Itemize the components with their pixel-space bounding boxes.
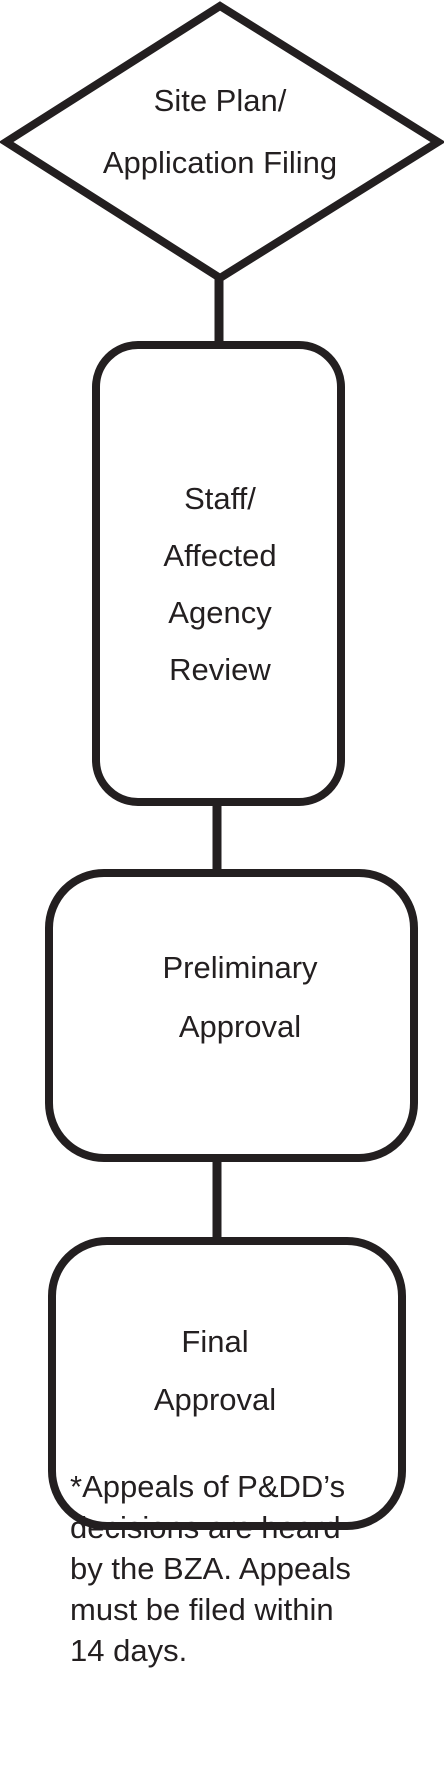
label-line: Preliminary	[162, 950, 318, 985]
label-site-plan: Site Plan/ Application Filing	[20, 70, 420, 194]
diamond-site-plan	[0, 1, 444, 283]
label-line: Affected	[163, 538, 277, 573]
box-preliminary-approval	[45, 869, 418, 1162]
footnote-line: must be filed within	[70, 1592, 334, 1627]
footnote-line: *Appeals of P&DD’s	[70, 1469, 346, 1504]
label-staff-review: Staff/ Affected Agency Review	[100, 470, 340, 698]
appeals-footnote: *Appeals of P&DD’s decisions are heard b…	[70, 1466, 440, 1671]
label-line: Approval	[178, 1009, 302, 1044]
label-preliminary-approval: Preliminary Approval	[70, 938, 410, 1056]
footnote-line: decisions are heard	[70, 1510, 341, 1545]
label-line: Agency	[168, 595, 272, 630]
box-final-approval	[48, 1237, 406, 1530]
label-final-approval: Final Approval	[52, 1313, 378, 1429]
footnote-line: 14 days.	[70, 1633, 188, 1668]
label-line: Final	[181, 1324, 249, 1359]
label-line: Site Plan/	[153, 83, 287, 118]
label-line: Staff/	[184, 481, 256, 516]
label-line: Approval	[153, 1382, 277, 1417]
footnote-line: by the BZA. Appeals	[70, 1551, 351, 1586]
box-staff-review	[92, 341, 345, 806]
label-line: Review	[169, 652, 271, 687]
label-line: Application Filing	[102, 145, 338, 180]
